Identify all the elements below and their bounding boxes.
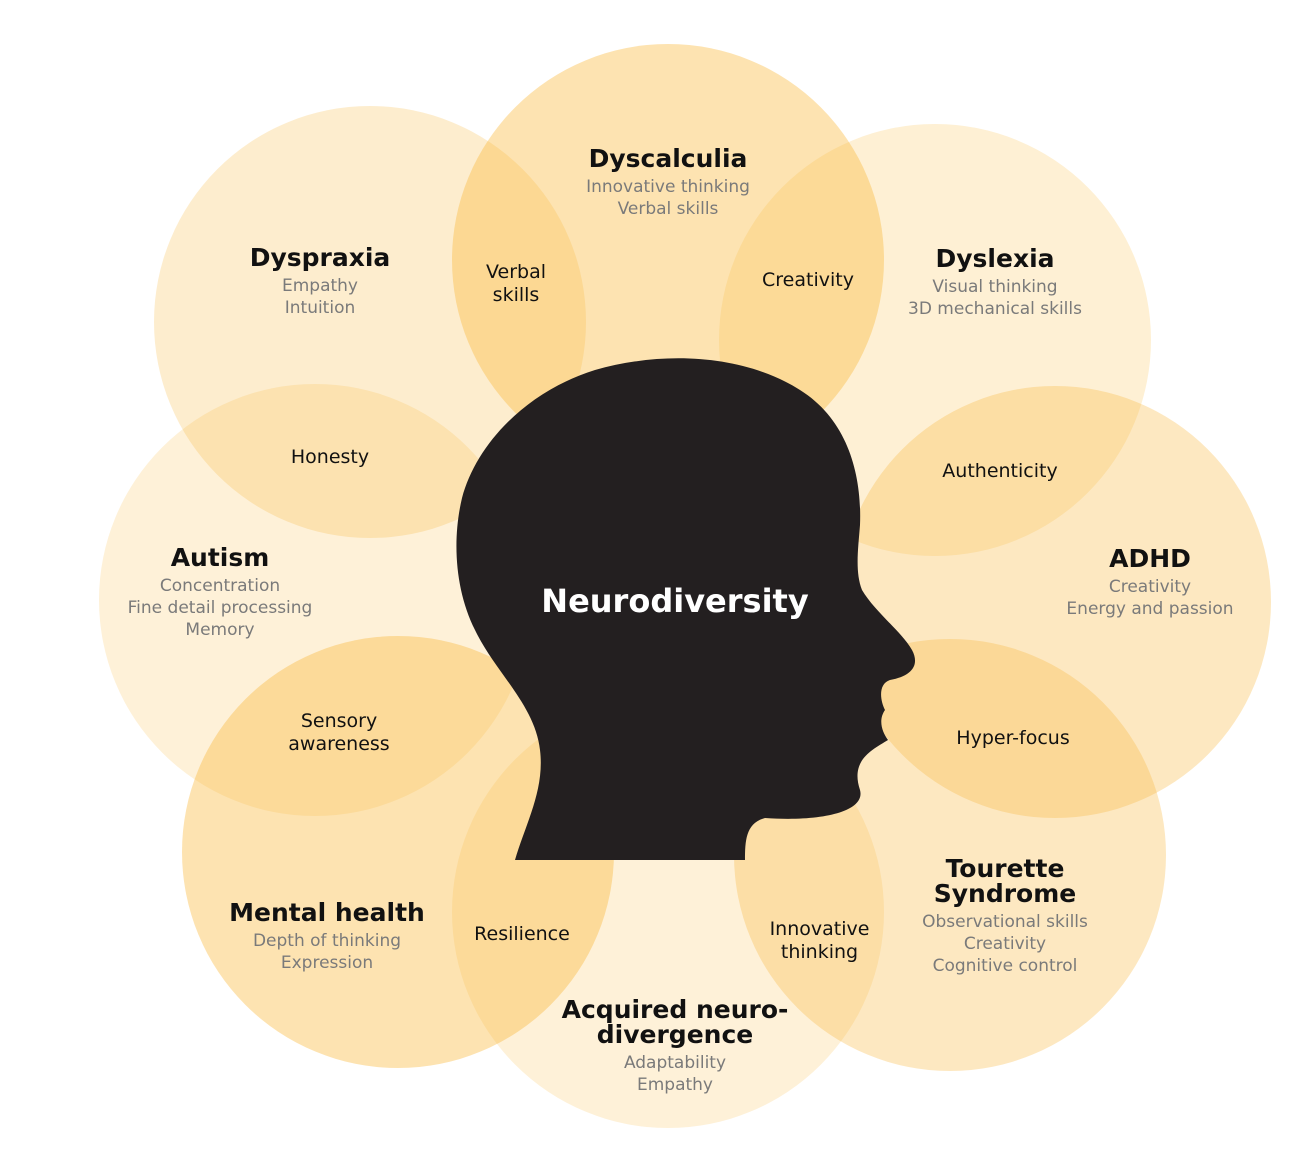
strength-item: Creativity bbox=[1108, 577, 1192, 597]
strength-item: Intuition bbox=[284, 298, 356, 318]
strength-item: Cognitive control bbox=[932, 956, 1078, 976]
strength-item: Expression bbox=[280, 953, 374, 973]
strength-item: Energy and passion bbox=[1066, 599, 1234, 619]
overlap-verbal-skills: Verbal skills bbox=[485, 261, 546, 306]
strengths-list: Observational skills Creativity Cognitiv… bbox=[905, 911, 1105, 977]
condition-dyspraxia: Dyspraxia Empathy Intuition bbox=[220, 245, 420, 319]
condition-tourette-syndrome: Tourette Syndrome Observational skills C… bbox=[905, 856, 1105, 977]
strengths-list: Creativity Energy and passion bbox=[1030, 576, 1270, 620]
strength-item: Verbal skills bbox=[617, 199, 719, 219]
circle-mental-health bbox=[182, 636, 614, 1068]
overlap-creativity: Creativity bbox=[762, 269, 854, 291]
circle-adhd bbox=[839, 386, 1271, 818]
strength-item: Innovative thinking bbox=[586, 177, 750, 197]
strength-item: Visual thinking bbox=[932, 277, 1058, 297]
head-silhouette bbox=[456, 358, 916, 860]
strength-item: Concentration bbox=[159, 576, 281, 596]
condition-acquired-neurodivergence: Acquired neuro-divergence Adaptability E… bbox=[560, 997, 790, 1096]
overlap-honesty: Honesty bbox=[290, 446, 370, 468]
condition-mental-health: Mental health Depth of thinking Expressi… bbox=[197, 900, 457, 974]
strength-item: Empathy bbox=[281, 276, 358, 296]
strength-item: Adaptability bbox=[623, 1053, 727, 1073]
circle-autism bbox=[99, 384, 531, 816]
condition-autism: Autism Concentration Fine detail process… bbox=[100, 545, 340, 641]
overlap-resilience: Resilience bbox=[474, 923, 570, 945]
condition-adhd: ADHD Creativity Energy and passion bbox=[1030, 546, 1270, 620]
strength-item: 3D mechanical skills bbox=[908, 299, 1082, 319]
strengths-list: Depth of thinking Expression bbox=[197, 930, 457, 974]
strength-item: Empathy bbox=[636, 1075, 713, 1095]
overlap-sensory-awareness: Sensory awareness bbox=[288, 710, 390, 755]
condition-title: Dyscalculia bbox=[588, 144, 748, 173]
overlap-authenticity: Authenticity bbox=[942, 460, 1058, 482]
center-title: Neurodiversity bbox=[541, 582, 809, 620]
condition-title: ADHD bbox=[1109, 544, 1191, 573]
condition-title: Mental health bbox=[229, 898, 425, 927]
strength-item: Creativity bbox=[963, 934, 1047, 954]
strengths-list: Empathy Intuition bbox=[220, 275, 420, 319]
condition-title: Dyspraxia bbox=[249, 243, 391, 272]
strengths-list: Concentration Fine detail processing Mem… bbox=[100, 575, 340, 641]
strength-item: Depth of thinking bbox=[252, 931, 402, 951]
overlap-hyper-focus: Hyper-focus bbox=[956, 727, 1070, 749]
condition-dyscalculia: Dyscalculia Innovative thinking Verbal s… bbox=[538, 146, 798, 220]
strength-item: Memory bbox=[185, 620, 255, 640]
circle-dyspraxia bbox=[154, 106, 586, 538]
strengths-list: Innovative thinking Verbal skills bbox=[538, 176, 798, 220]
condition-dyslexia: Dyslexia Visual thinking 3D mechanical s… bbox=[865, 246, 1125, 320]
overlap-innovative-thinking: Innovative thinking bbox=[769, 918, 870, 963]
strengths-list: Adaptability Empathy bbox=[560, 1052, 790, 1096]
condition-title: Tourette Syndrome bbox=[933, 854, 1077, 908]
strengths-list: Visual thinking 3D mechanical skills bbox=[865, 276, 1125, 320]
condition-title: Autism bbox=[170, 543, 270, 572]
strength-item: Observational skills bbox=[922, 912, 1088, 932]
condition-title: Acquired neuro-divergence bbox=[561, 995, 789, 1049]
condition-title: Dyslexia bbox=[935, 244, 1055, 273]
circle-dyscalculia bbox=[452, 44, 884, 476]
strength-item: Fine detail processing bbox=[127, 598, 313, 618]
